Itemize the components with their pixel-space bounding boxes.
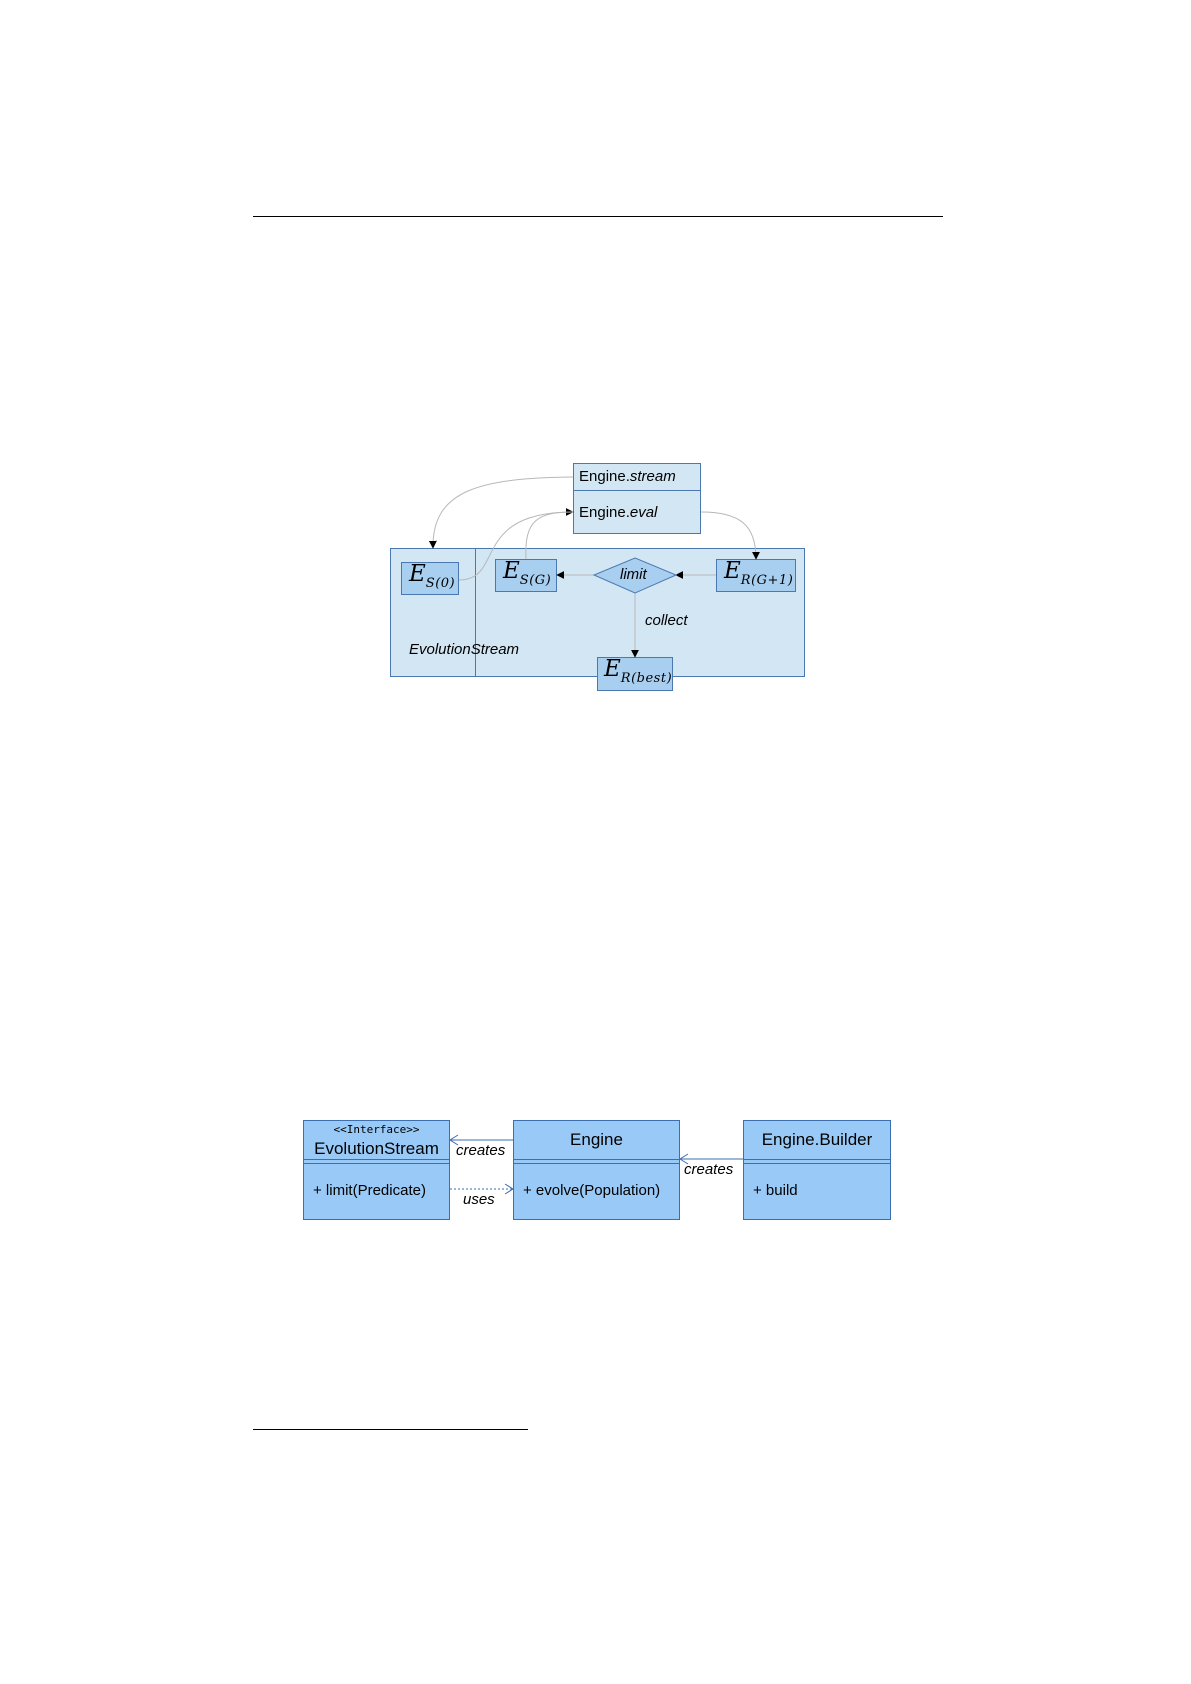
engine-methods-divider [573,490,701,491]
evolve-operation: + evolve(Population) [523,1182,661,1199]
start-state-label: ES(0) [409,561,456,591]
start-to-eval-arrow [458,508,574,581]
stream-to-start-arrow [428,476,574,549]
engine-stream-label: Engine.stream [579,468,676,485]
attributes-divider [304,1159,449,1160]
creates-label-1: creates [456,1142,506,1159]
footnote-rule [253,1429,528,1430]
engine-builder-class: Engine.Builder + build [743,1120,891,1220]
engine-name: Engine [570,1130,623,1149]
eval-to-result-arrow [700,511,760,560]
builder-creates-engine-head [679,1153,689,1165]
limit-diamond [592,557,678,594]
evolution-stream-class: <<Interface>> EvolutionStream + limit(Pr… [303,1120,450,1220]
uses-label: uses [463,1191,495,1208]
attributes-divider [744,1159,890,1160]
state-to-eval-arrow [525,511,574,560]
engine-methods-box [573,463,701,534]
build-operation: + build [753,1182,798,1199]
attributes-divider [514,1159,679,1160]
state-node [495,559,557,592]
engine-creates-stream-head [449,1134,459,1146]
engine-eval-label: Engine.eval [579,504,658,521]
collect-label: collect [645,612,688,629]
header-rule [253,216,943,217]
evolution-stream-name: EvolutionStream [314,1139,439,1158]
operations-divider [304,1163,449,1164]
creates-label-2: creates [684,1161,734,1178]
container-divider [475,548,476,677]
operations-divider [514,1163,679,1164]
start-state-node [401,562,459,595]
best-result-label: ER(best) [604,656,673,686]
result-label: ER(G+1) [724,558,794,588]
interface-stereotype: <<Interface>> [333,1123,420,1136]
operations-divider [744,1163,890,1164]
engine-builder-name: Engine.Builder [761,1130,873,1149]
state-label: ES(G) [503,558,552,588]
limit-label: limit [620,566,647,583]
limit-operation: + limit(Predicate) [313,1182,426,1199]
result-node [716,559,796,592]
container-label: EvolutionStream [409,641,520,658]
stream-uses-engine-head [504,1183,514,1195]
engine-class: Engine + evolve(Population) [513,1120,680,1220]
